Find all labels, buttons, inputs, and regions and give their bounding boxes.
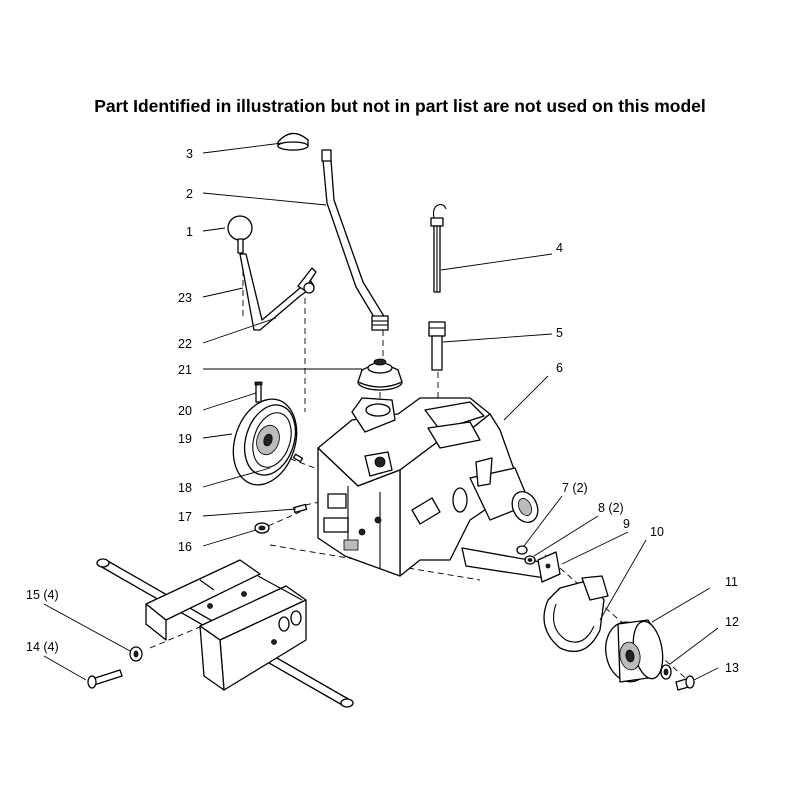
- part-11-drum: [605, 619, 664, 683]
- callout-1: 1: [186, 225, 193, 239]
- part-1-knob: [227, 215, 253, 254]
- part-16-nut: [254, 522, 270, 534]
- diagram-heading: Part Identified in illustration but not …: [94, 96, 706, 116]
- callout-9: 9: [623, 517, 630, 531]
- part-18-key: [292, 453, 304, 463]
- callout-14: 14 (4): [26, 640, 59, 654]
- callout-5: 5: [556, 326, 563, 340]
- callout-8: 8 (2): [598, 501, 624, 515]
- part-2-shift-rod: [321, 149, 389, 331]
- part-20-pin: [254, 381, 263, 403]
- part-8-washer: [524, 555, 536, 565]
- part-17-screw: [293, 503, 308, 514]
- callout-4: 4: [556, 241, 563, 255]
- part-6-transmission: [317, 397, 546, 579]
- callout-labels: 3 2 1 23 22 21 20 19 18 17 16 4 5 6 7 (2…: [26, 147, 739, 675]
- part-15-washer: [129, 646, 143, 662]
- callout-10: 10: [650, 525, 664, 539]
- part-13-bolt: [675, 675, 695, 691]
- part-23-lever: [239, 253, 317, 331]
- part-10-brake-band: [543, 575, 609, 653]
- callout-22: 22: [178, 337, 192, 351]
- callout-16: 16: [178, 540, 192, 554]
- callout-15: 15 (4): [26, 588, 59, 602]
- callout-17: 17: [178, 510, 192, 524]
- part-5-breather: [428, 321, 446, 371]
- callout-3: 3: [186, 147, 193, 161]
- callout-13: 13: [725, 661, 739, 675]
- part-3-knob: [277, 132, 309, 151]
- callout-23: 23: [178, 291, 192, 305]
- part-21-boot: [357, 358, 403, 391]
- part-12-washer: [660, 664, 672, 680]
- callout-19: 19: [178, 432, 192, 446]
- callout-20: 20: [178, 404, 192, 418]
- callout-2: 2: [186, 187, 193, 201]
- part-14-bolt: [87, 669, 123, 689]
- callout-6: 6: [556, 361, 563, 375]
- callout-18: 18: [178, 481, 192, 495]
- part-7-bolt: [516, 545, 528, 555]
- callout-21: 21: [178, 363, 192, 377]
- part-19-pulley: [232, 398, 298, 486]
- callout-7: 7 (2): [562, 481, 588, 495]
- callout-12: 12: [725, 615, 739, 629]
- part-4-dipstick: [430, 203, 447, 293]
- callout-11: 11: [725, 575, 738, 589]
- part-9-bracket: [537, 551, 561, 583]
- mounting-frame: [96, 558, 354, 708]
- leader-lines: [43, 142, 719, 681]
